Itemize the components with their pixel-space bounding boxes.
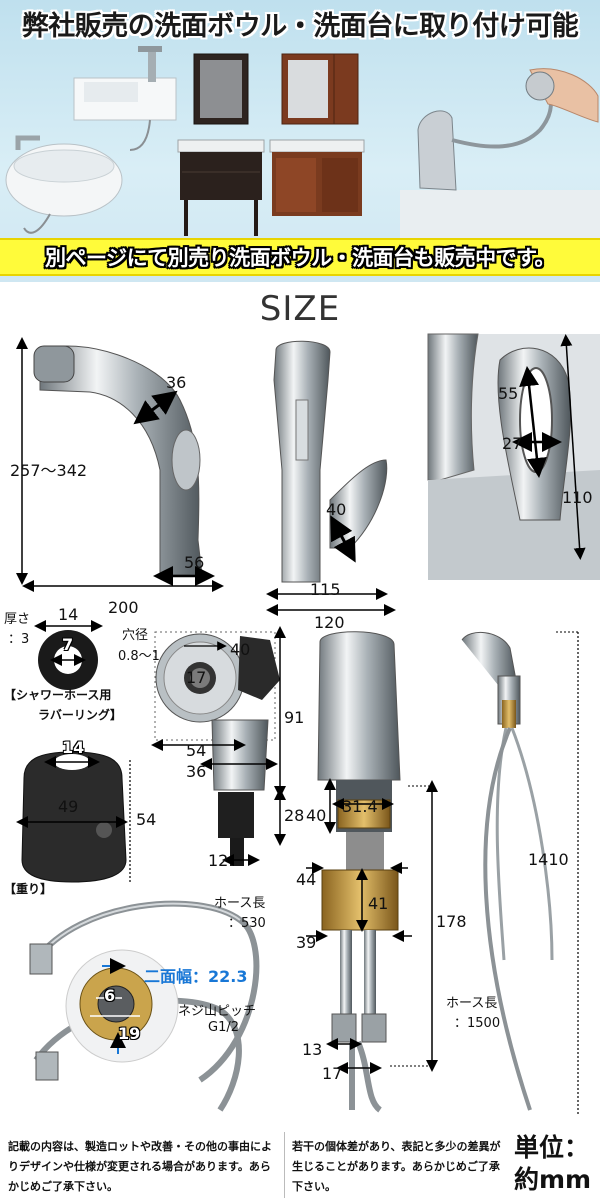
hose-thread-value: G1/2 [208, 1020, 239, 1035]
ring-caption-2: ラバーリング】 [38, 708, 122, 722]
dim-shower-stem: 28 [284, 806, 305, 825]
banner-strip [0, 238, 600, 276]
dim-front-spout: 36 [166, 373, 187, 392]
size-heading: SIZE [259, 289, 341, 329]
top-banner: 弊社販売の洗面ボウル・洗面台に取り付け可能 別ページにて別売り洗面ボウル・洗面台… [0, 0, 600, 282]
dim-shower-face: 17 [186, 668, 207, 687]
weight-caption: 【重り】 [4, 882, 53, 896]
banner-title: 弊社販売の洗面ボウル・洗面台に取り付け可能 [21, 11, 579, 42]
dim-body-pipe: 13 [302, 1040, 323, 1059]
dim-shower-head-len: 40 [230, 640, 251, 659]
banner-product-photos [5, 46, 600, 238]
dim-shower-tip: 12 [208, 851, 229, 870]
rect-sink-photo [73, 46, 177, 151]
dim-shower-width: 54 [186, 741, 207, 760]
faucet-body-section [306, 631, 438, 1113]
dim-front-base: 56 [184, 553, 205, 572]
hose-thread-label: ネジ山ピッチ [178, 1004, 257, 1019]
ring-thickness: ：3 [8, 632, 30, 647]
unit-line-2: 約mm [514, 1165, 592, 1194]
faucet-hand-photo [400, 68, 600, 238]
dim-body-collar: 41 [368, 894, 389, 913]
dim-weight-top: 14 [62, 738, 85, 757]
brown-vanity-photo [269, 53, 365, 216]
ring-thickness-label: 厚さ [4, 612, 31, 627]
hose-length-value: ：530 [228, 916, 266, 931]
dim-shower-neck: 36 [186, 762, 207, 781]
banner-subtitle: 別ページにて別売り洗面ボウル・洗面台も販売中です。 [45, 246, 555, 270]
dim-side-top: 115 [310, 580, 341, 599]
faucet-full-length [461, 631, 579, 1116]
dim-weight-width: 49 [58, 797, 79, 816]
dim-weight-height: 54 [136, 810, 157, 829]
dim-ring-outer: 14 [58, 605, 79, 624]
dim-body-bottom: 17 [322, 1064, 343, 1083]
dim-body-washer: 44 [296, 870, 317, 889]
dim-front-height: 257〜342 [10, 461, 88, 480]
weight [16, 751, 131, 883]
dim-body-shank: 178 [436, 912, 467, 931]
hose-outer: 19 [118, 1024, 141, 1043]
lever-closeup [427, 333, 600, 580]
ring-caption-1: 【シャワーホース用 [4, 688, 112, 702]
note-left: 記載の内容は、製造ロットや改善・その他の事由によりデザインや仕様が変更される場合… [8, 1140, 272, 1193]
dim-shower-length: 91 [284, 708, 305, 727]
unit-box: 単位： 約mm [514, 1132, 600, 1196]
note-right: 若干の個体差があり、表記と多少の差異が生じることがあります。あらかじめご了承下さ… [292, 1140, 501, 1193]
full-hose-value: ：1500 [454, 1016, 501, 1031]
dim-full-total: 1410 [528, 850, 569, 869]
full-hose-label: ホース長 [446, 996, 498, 1011]
dim-ring-inner: 7 [62, 635, 74, 654]
hose-flat-width: 二面幅：22.3 [144, 967, 248, 986]
dim-body-nut: 31.4 [342, 797, 378, 816]
dark-vanity-photo [177, 53, 265, 236]
dim-body-base: 39 [296, 933, 317, 952]
dim-side-bottom: 120 [314, 613, 345, 632]
dim-front-width: 200 [108, 598, 139, 617]
dim-lever-hole-height: 55 [498, 384, 519, 403]
faucet-side-view [266, 340, 396, 616]
shower-head [151, 626, 286, 866]
hose-length-label: ホース長 [214, 896, 266, 911]
round-sink-photo [5, 135, 123, 234]
unit-line-1: 単位： [514, 1133, 590, 1162]
shower-hole-label: 穴径 [122, 628, 149, 643]
dim-lever-hole-width: 27 [502, 434, 523, 453]
dim-body-top: 40 [306, 806, 327, 825]
shower-hole-value: 0.8〜1 [118, 649, 160, 664]
note-divider [284, 1132, 285, 1198]
hose-inner: 6 [104, 986, 116, 1005]
dim-lever-length: 110 [562, 488, 593, 507]
dim-side-lever: 40 [326, 500, 347, 519]
